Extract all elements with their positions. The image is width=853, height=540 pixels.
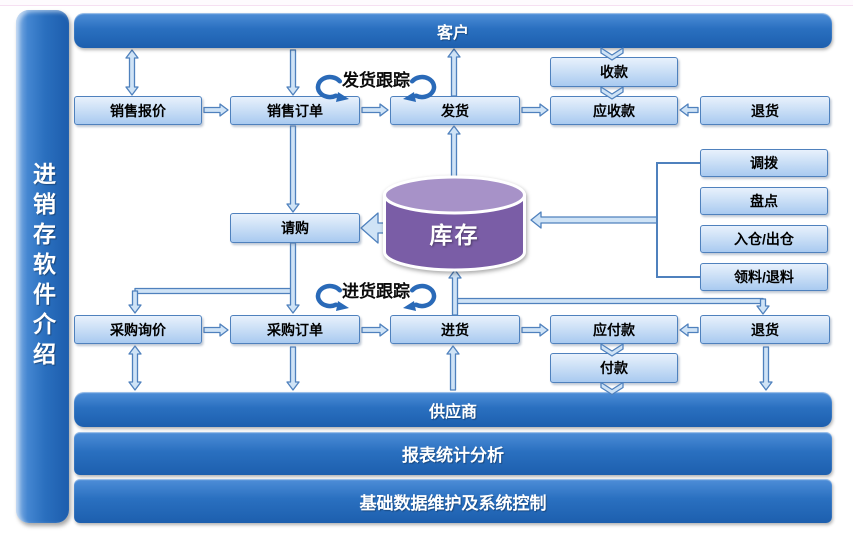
arrow-purchasereturn-supplier: [759, 346, 773, 391]
arrow-requisition-purchaseorder: [286, 242, 300, 314]
node-sales-order: 销售订单: [230, 96, 360, 125]
curl-arrow-left-top: [315, 74, 343, 100]
arrow-salesreturn-receivable: [679, 103, 699, 117]
node-requisition: 请购: [230, 213, 360, 243]
node-incoming: 进货: [390, 315, 520, 344]
arrow-salesorder-shipping: [361, 103, 389, 117]
arrow-purchaseinquiry-purchaseorder: [203, 323, 229, 337]
arrow-purchasereturn-payable: [679, 323, 699, 337]
arrow-requisition-purchaseinquiry: [128, 290, 142, 314]
curl-head: [403, 301, 416, 311]
arrow-customer-salesorder: [286, 49, 300, 96]
arrow-shipping-customer: [447, 48, 461, 97]
node-receivable: 应收款: [550, 96, 678, 125]
node-stocktake: 盘点: [700, 187, 828, 215]
node-payment: 付款: [550, 353, 678, 383]
arrow-connector-purchasereturn: [756, 298, 770, 315]
bar-supplier: 供应商: [74, 392, 832, 427]
connector-requisition-split: [134, 287, 295, 295]
node-sales-quote: 销售报价: [74, 96, 202, 125]
label-shipping-tracking: 发货跟踪: [342, 71, 410, 90]
curl-arrow-right-top: [409, 74, 437, 100]
arrow-inventory-shipping: [447, 125, 461, 186]
arrow-salesorder-requisition: [286, 125, 300, 213]
label-purchasing-tracking: 进货跟踪: [342, 282, 410, 301]
node-collection: 收款: [550, 57, 678, 87]
arrow-shipping-receivable: [521, 103, 549, 117]
arrow-incoming-payable: [521, 323, 549, 337]
node-transfer: 调拨: [700, 149, 828, 177]
node-material-io: 领料/退料: [700, 263, 828, 291]
sidebar-title-panel: 进销存软件介绍: [16, 10, 69, 523]
arrow-salesquote-salesorder: [203, 103, 229, 117]
connector-incoming-purchasereturn: [455, 297, 764, 305]
node-payable: 应付款: [550, 315, 678, 344]
arrow-purchaseorder-incoming: [361, 323, 389, 337]
arrow-purchaseorder-supplier: [286, 346, 300, 391]
curl-head: [336, 301, 349, 311]
bar-reports: 报表统计分析: [74, 432, 832, 475]
arrow-purchaseinquiry-supplier: [128, 345, 142, 391]
node-purchase-inquiry: 采购询价: [74, 315, 202, 344]
bar-customer: 客户: [74, 13, 832, 48]
inventory-label: 库存: [429, 222, 480, 248]
sidebar-title: 进销存软件介绍: [29, 161, 56, 372]
node-warehouse-io: 入仓/出仓: [700, 225, 828, 253]
node-shipping: 发货: [390, 96, 520, 125]
bar-foundation: 基础数据维护及系统控制: [74, 479, 832, 523]
node-purchase-order: 采购订单: [230, 315, 360, 344]
arrow-warehouseops-inventory: [530, 211, 658, 229]
node-sales-return: 退货: [700, 96, 830, 125]
bracket-warehouse-ops: [656, 162, 700, 278]
node-purchase-return: 退货: [700, 315, 830, 344]
curl-arrow-left-bottom: [315, 283, 343, 309]
arrow-supplier-incoming: [446, 345, 460, 391]
curl-arrow-right-bottom: [409, 283, 437, 309]
arrow-incoming-inventory: [448, 269, 462, 316]
arrow-customer-salesquote: [125, 49, 139, 96]
top-strip: [0, 0, 853, 6]
